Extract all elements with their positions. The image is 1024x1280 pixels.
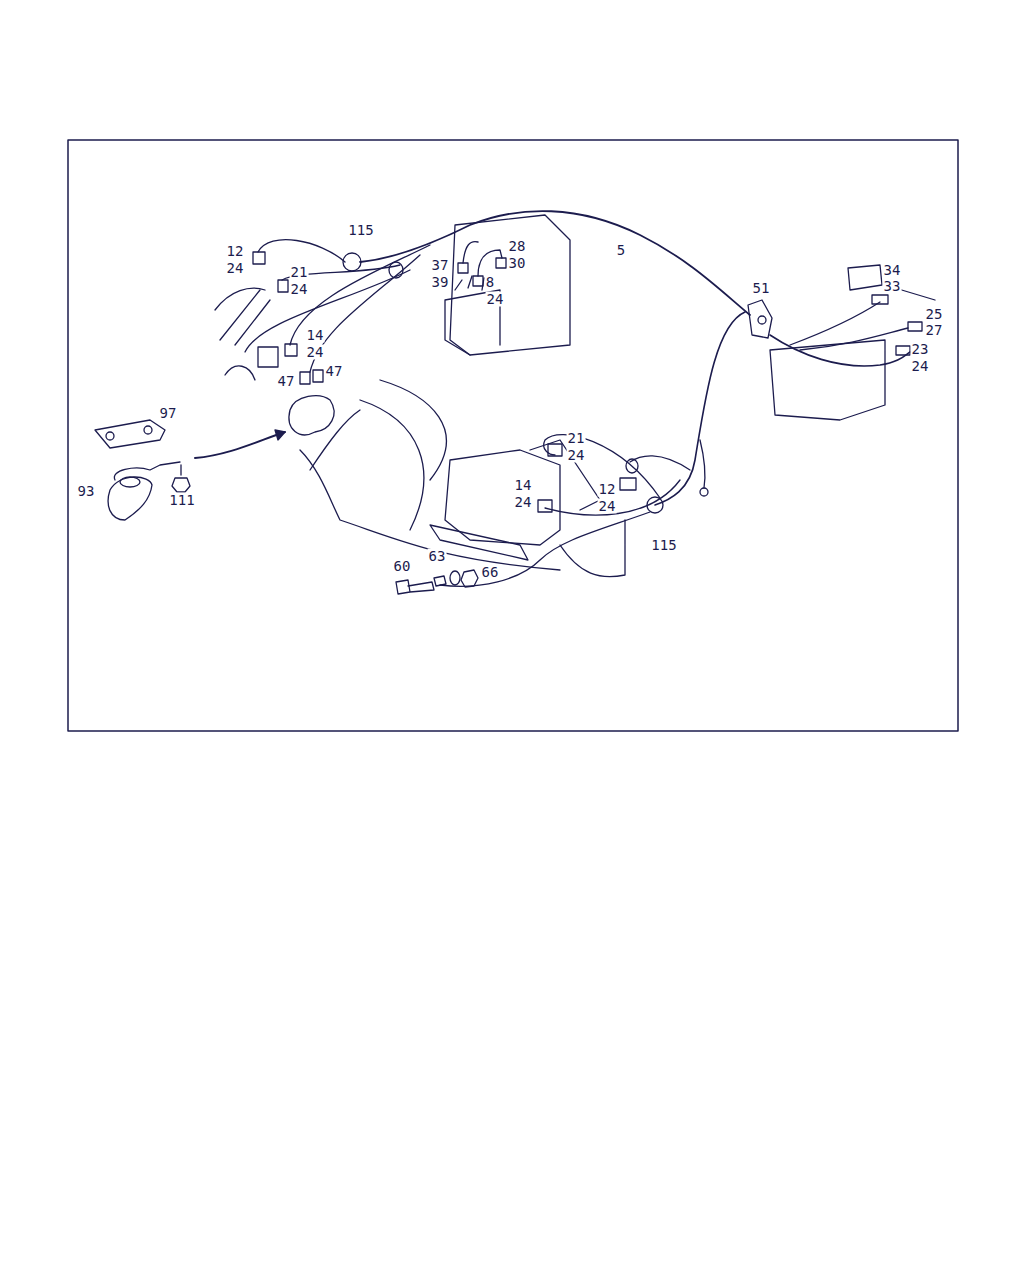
callout-number: 24: [226, 261, 245, 276]
callout-number: 24: [290, 282, 309, 297]
callout-number: 47: [277, 374, 296, 389]
callout-number: 60: [393, 559, 412, 574]
callout-number: 115: [650, 538, 677, 553]
callout-number: 39: [431, 275, 450, 290]
callout-number: 24: [486, 292, 505, 307]
callout-number: 25: [925, 307, 944, 322]
callout-number: 93: [77, 484, 96, 499]
callout-number: 33: [883, 279, 902, 294]
callout-number: 30: [508, 256, 527, 271]
callout-number: 24: [567, 448, 586, 463]
callout-number: 34: [883, 263, 902, 278]
callout-number: 14: [306, 328, 325, 343]
callout-number: 115: [347, 223, 374, 238]
callout-number: 21: [290, 265, 309, 280]
callout-number: 12: [598, 482, 617, 497]
callout-number: 24: [598, 499, 617, 514]
callout-number: 51: [752, 281, 771, 296]
callout-number: 23: [911, 342, 930, 357]
callout-number: 24: [306, 345, 325, 360]
callout-number: 21: [567, 431, 586, 446]
callout-number: 24: [514, 495, 533, 510]
callout-number: 8: [485, 275, 495, 290]
callout-number: 37: [431, 258, 450, 273]
callout-number: 63: [428, 549, 447, 564]
callout-number: 12: [226, 244, 245, 259]
callout-number: 28: [508, 239, 527, 254]
callout-number: 47: [325, 364, 344, 379]
callout-number: 24: [911, 359, 930, 374]
callout-number: 66: [481, 565, 500, 580]
callout-number: 97: [159, 406, 178, 421]
callout-number: 111: [168, 493, 195, 508]
callout-number: 5: [616, 243, 626, 258]
callout-number: 27: [925, 323, 944, 338]
callout-number: 14: [514, 478, 533, 493]
